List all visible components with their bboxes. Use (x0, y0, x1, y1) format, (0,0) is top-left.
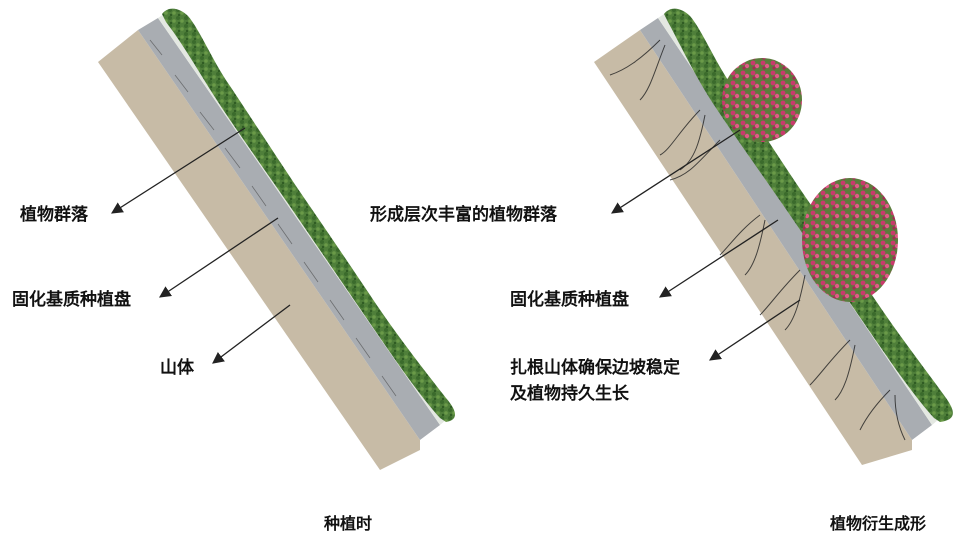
right-mountain-body (594, 30, 912, 465)
left-planting-tray (138, 18, 440, 440)
left-caption: 种植时 (324, 514, 373, 533)
label-roots-line2: 及植物持久生长 (510, 384, 629, 404)
label-mountain: 山体 (160, 358, 194, 378)
left-tray-roots (149, 39, 397, 397)
label-right-planting-tray: 固化基质种植盘 (510, 290, 629, 310)
left-vegetation (162, 8, 455, 423)
label-layered-community: 形成层次丰富的植物群落 (370, 205, 557, 225)
left-mountain-body (98, 30, 420, 470)
left-arrow-planting-tray (159, 217, 279, 298)
left-slope-section (98, 8, 455, 470)
right-slope-section (594, 8, 953, 465)
right-arrow-planting-tray (659, 219, 779, 298)
label-plant-community: 植物群落 (20, 205, 88, 225)
right-arrow-roots (709, 299, 801, 361)
right-arrow-layered-community (611, 129, 741, 214)
label-roots-line1: 扎根山体确保边坡稳定 (510, 358, 680, 378)
label-left-planting-tray: 固化基质种植盘 (12, 290, 131, 310)
right-flower-shrub-upper (722, 58, 802, 142)
right-caption: 植物衍生成形 (830, 514, 927, 533)
left-arrow-plant-community (111, 127, 246, 214)
right-flower-shrub-lower (802, 178, 898, 302)
right-planting-tray (640, 18, 932, 440)
left-arrow-mountain (212, 304, 291, 364)
